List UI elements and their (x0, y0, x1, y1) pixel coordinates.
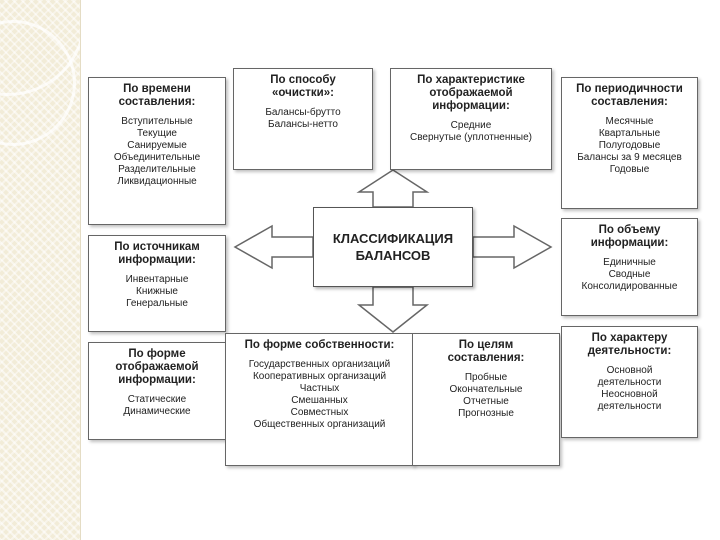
side-divider (80, 0, 81, 540)
box-by-characteristic: По характеристике отображаемой информаци… (390, 68, 552, 170)
box-item: Полугодовые (598, 140, 661, 151)
decorative-side-panel (0, 0, 80, 540)
box-item: Общественных организаций (253, 419, 386, 430)
box-heading: По форме отображаемой информации: (115, 348, 199, 386)
box-item: Генеральные (126, 298, 188, 309)
arrow-left (233, 224, 314, 270)
arrow-right (472, 224, 553, 270)
box-item: Инвентарные (125, 274, 189, 285)
center-title-box: КЛАССИФИКАЦИЯ БАЛАНСОВ (313, 207, 473, 287)
box-item: Текущие (137, 128, 177, 139)
box-item: Статические (127, 394, 187, 405)
box-item: Вступительные (121, 116, 193, 127)
box-item: Отчетные (463, 396, 509, 407)
box-item: Сводные (608, 269, 651, 280)
box-heading: По характеристике отображаемой информаци… (417, 74, 525, 112)
arrow-up (356, 169, 430, 208)
box-heading: По целям составления: (447, 339, 525, 364)
box-item: Объединительные (113, 152, 201, 163)
arrow-down (356, 286, 430, 333)
box-item: Консолидированные (581, 281, 678, 292)
box-item: Пробные (464, 372, 508, 383)
box-by-activity: По характеру деятельности: Основной деяте… (561, 326, 698, 438)
box-item: Годовые (609, 164, 650, 175)
box-heading: По форме собственности: (244, 339, 395, 351)
box-item: Смешанных (291, 395, 348, 406)
box-item: Неосновной деятельности (597, 389, 662, 412)
box-item: Прогнозные (458, 408, 514, 419)
box-heading: По времени составления: (118, 83, 196, 108)
box-item: Разделительные (118, 164, 196, 175)
box-item: Квартальные (598, 128, 661, 139)
box-item: Балансы за 9 месяцев (577, 152, 682, 163)
box-heading: По периодичности составления: (576, 83, 683, 108)
box-by-form-display: По форме отображаемой информации: Статиче… (88, 342, 226, 440)
box-item: Средние (450, 120, 492, 131)
box-item: Динамические (123, 406, 191, 417)
box-item: Балансы-брутто (265, 107, 341, 118)
box-item: Книжные (136, 286, 178, 297)
box-heading: По способу «очистки»: (270, 74, 336, 99)
box-item: Государственных организаций (248, 359, 391, 370)
box-item: Балансы-нетто (268, 119, 338, 130)
box-item: Частных (299, 383, 340, 394)
box-item: Совместных (290, 407, 349, 418)
box-item: Основной деятельности (597, 365, 662, 388)
box-heading: По характеру деятельности: (587, 332, 672, 357)
box-item: Кооперативных организаций (252, 371, 387, 382)
box-heading: По объему информации: (590, 224, 669, 249)
box-item: Ликвидационные (117, 176, 197, 187)
box-item: Окончательные (449, 384, 523, 395)
box-by-ownership: По форме собственности: Государственных о… (225, 333, 414, 466)
box-item: Свернутые (уплотненные) (410, 132, 532, 143)
box-heading: По источникам информации: (114, 241, 200, 266)
box-item: Единичные (603, 257, 656, 268)
box-item: Санируемые (127, 140, 187, 151)
box-item: Месячные (605, 116, 654, 127)
